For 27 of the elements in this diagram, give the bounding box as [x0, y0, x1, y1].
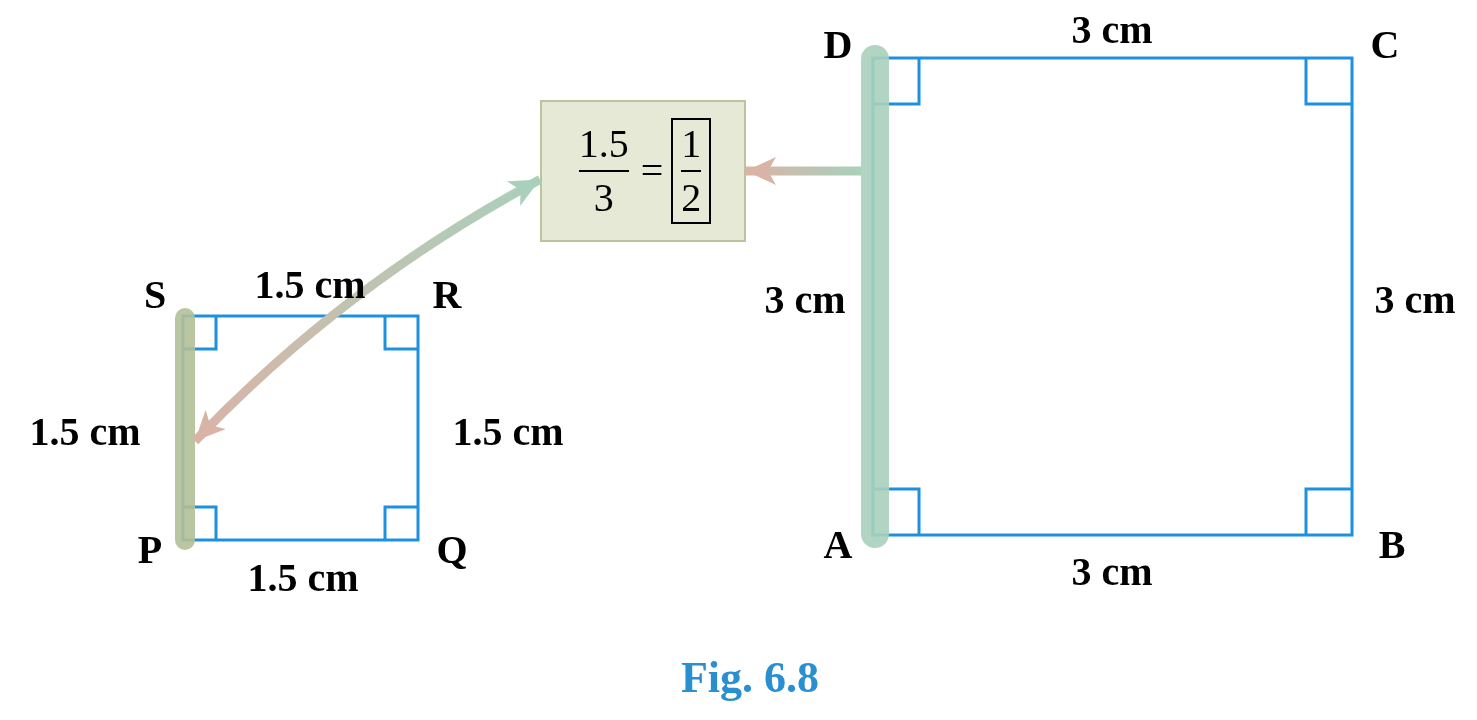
- arrow: [191, 175, 543, 445]
- vertex-label: P: [137, 530, 163, 570]
- fraction-numerator: 1: [681, 124, 702, 164]
- side-length-label: 3 cm: [764, 280, 846, 320]
- equals-sign: =: [640, 151, 664, 191]
- vertex-label: A: [823, 525, 853, 565]
- vertex-label: Q: [436, 530, 468, 570]
- arrow: [746, 157, 861, 185]
- side-length-label: 3 cm: [1071, 552, 1153, 592]
- highlighted-side: [175, 308, 195, 550]
- side-length-label: 1.5 cm: [254, 265, 366, 305]
- formula-box: [540, 100, 746, 242]
- fraction-numerator: 1.5: [578, 124, 629, 164]
- side-length-label: 1.5 cm: [29, 412, 141, 452]
- side-length-label: 3 cm: [1071, 10, 1153, 50]
- side-length-label: 3 cm: [1374, 280, 1456, 320]
- highlighted-side: [861, 45, 889, 548]
- fraction-denominator: 3: [593, 178, 614, 218]
- side-length-label: 1.5 cm: [247, 558, 359, 598]
- vertex-label: S: [143, 275, 167, 315]
- vertex-label: C: [1370, 25, 1400, 65]
- vertex-label: D: [823, 25, 853, 65]
- vertex-label: B: [1378, 525, 1406, 565]
- fraction-denominator: 2: [681, 178, 702, 218]
- side-length-label: 1.5 cm: [452, 412, 564, 452]
- figure-caption: Fig. 6.8: [680, 656, 820, 700]
- vertex-label: R: [432, 275, 462, 315]
